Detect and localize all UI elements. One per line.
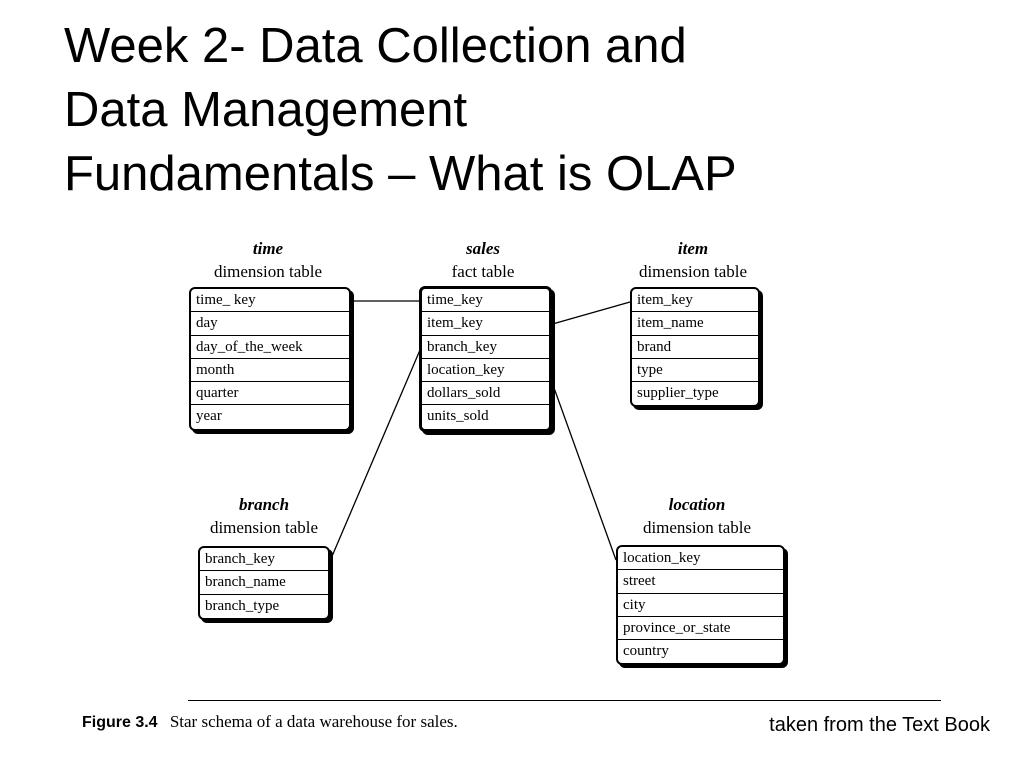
time-row: year (196, 408, 222, 425)
sales-fact-table: time_key item_key branch_key location_ke… (419, 286, 552, 432)
item-table-kind: dimension table (638, 262, 748, 281)
item-row: item_key (632, 289, 758, 313)
sales-row: dollars_sold (422, 382, 549, 406)
branch-row: branch_name (200, 571, 328, 595)
connector-sales-location (548, 373, 617, 561)
time-table-kind: dimension table (213, 262, 323, 281)
title-line-1: Week 2- Data Collection and (64, 19, 687, 73)
branch-row: branch_type (205, 597, 280, 614)
location-table-kind: dimension table (642, 518, 752, 537)
source-note: taken from the Text Book (769, 714, 990, 736)
item-row: brand (632, 336, 758, 359)
connector-sales-branch (329, 349, 421, 562)
time-table-name: time (252, 239, 284, 258)
time-row: time_ key (191, 289, 349, 313)
caption-divider (188, 700, 941, 701)
branch-table-kind: dimension table (209, 518, 319, 537)
connector-sales-item (548, 301, 631, 326)
item-row: item_name (632, 312, 758, 336)
branch-row: branch_key (200, 548, 328, 572)
sales-row: units_sold (427, 408, 489, 425)
time-row: quarter (191, 382, 349, 406)
item-table-name: item (677, 239, 709, 258)
location-row: city (618, 594, 783, 617)
figure-label: Figure 3.4 (82, 714, 158, 731)
item-dimension-table: item_key item_name brand type supplier_t… (630, 287, 760, 408)
location-row: location_key (618, 547, 783, 571)
location-row: street (618, 570, 783, 594)
time-dimension-table: time_ key day day_of_the_week month quar… (189, 287, 351, 431)
branch-table-header: branch dimension table (197, 494, 331, 540)
branch-dimension-table: branch_key branch_name branch_type (198, 546, 330, 620)
title-line-3: Fundamentals – What is OLAP (64, 147, 737, 201)
sales-row: branch_key (422, 336, 549, 359)
location-table-header: location dimension table (626, 494, 768, 540)
sales-table-header: sales fact table (418, 238, 548, 284)
item-table-header: item dimension table (624, 238, 762, 284)
slide-title: Week 2- Data Collection and Data Managem… (64, 14, 964, 206)
branch-table-name: branch (238, 495, 290, 514)
sales-row: time_key (422, 289, 549, 313)
location-row: province_or_state (618, 617, 783, 641)
sales-table-kind: fact table (451, 262, 515, 281)
item-row: supplier_type (637, 385, 719, 402)
figure-caption: Figure 3.4 Star schema of a data warehou… (82, 712, 458, 732)
figure-caption-text: Star schema of a data warehouse for sale… (169, 712, 458, 731)
location-table-name: location (668, 495, 726, 514)
time-row: day_of_the_week (191, 336, 349, 359)
location-row: country (623, 643, 669, 660)
item-row: type (632, 359, 758, 383)
title-line-2: Data Management (64, 83, 468, 137)
location-dimension-table: location_key street city province_or_sta… (616, 545, 785, 666)
time-row: day (191, 312, 349, 336)
sales-row: item_key (422, 312, 549, 336)
time-row: month (191, 359, 349, 383)
sales-table-name: sales (466, 239, 500, 258)
sales-row: location_key (422, 359, 549, 383)
time-table-header: time dimension table (188, 238, 348, 284)
